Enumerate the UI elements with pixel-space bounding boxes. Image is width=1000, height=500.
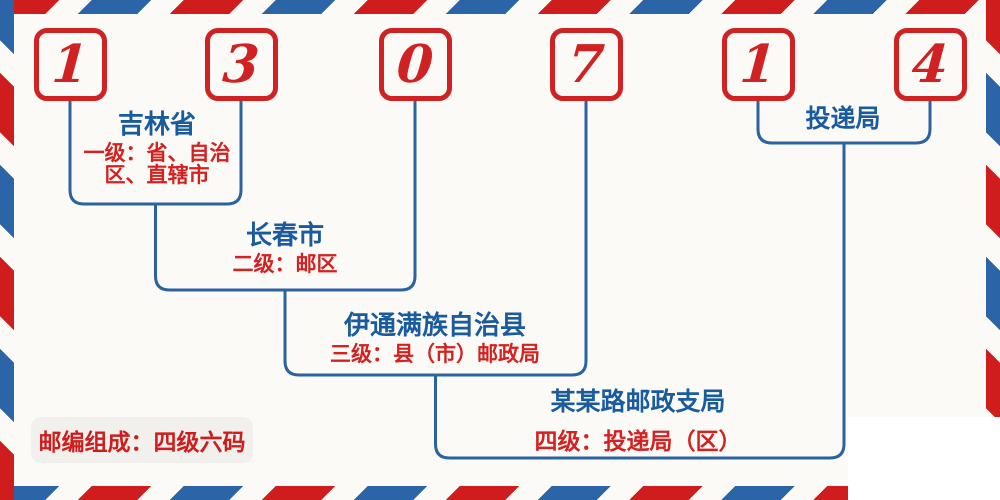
level1-desc: 一级：省、自治区、直辖市 — [83, 141, 231, 187]
badge-label: 邮编组成：四级六码 — [38, 429, 246, 455]
airmail-border-left — [0, 0, 14, 500]
digit-4: 7 — [566, 33, 607, 95]
bottom-right-blank-patch — [848, 417, 1000, 500]
digit-box-2: 3 — [205, 28, 278, 101]
level2-name: 长春市 — [245, 220, 324, 250]
digit-5: 1 — [738, 33, 779, 95]
group-level4: 某某路邮政支局 四级：投递局（区） — [534, 388, 742, 454]
group-delivery: 投递局 — [805, 105, 881, 134]
digit-box-1: 1 — [34, 28, 107, 101]
level3-name: 伊通满族自治县 — [343, 310, 526, 340]
digit-box-4: 7 — [550, 28, 623, 101]
digit-3: 0 — [395, 33, 436, 95]
group-level2: 长春市 二级：邮区 — [233, 221, 338, 276]
delivery-name: 投递局 — [805, 105, 881, 133]
level4-desc: 四级：投递局（区） — [534, 427, 742, 454]
digit-2: 3 — [221, 33, 262, 95]
airmail-border-right — [986, 0, 1000, 500]
bracket-level4 — [434, 143, 846, 460]
level1-name: 吉林省 — [117, 109, 196, 139]
airmail-border-bottom — [0, 486, 1000, 500]
group-level3: 伊通满族自治县 三级：县（市）邮政局 — [330, 311, 540, 366]
digit-box-5: 1 — [722, 28, 795, 101]
level3-desc: 三级：县（市）邮政局 — [330, 342, 540, 366]
digit-box-3: 0 — [379, 28, 452, 101]
airmail-border-top — [0, 0, 1000, 14]
level2-desc: 二级：邮区 — [232, 252, 338, 276]
group-level1: 吉林省 一级：省、自治区、直辖市 — [78, 110, 236, 187]
level4-name: 某某路邮政支局 — [550, 388, 726, 416]
digit-6: 4 — [910, 33, 951, 95]
digit-1: 1 — [50, 33, 91, 95]
digit-box-6: 4 — [894, 28, 967, 101]
postal-code-composition-badge: 邮编组成：四级六码 — [31, 417, 253, 463]
